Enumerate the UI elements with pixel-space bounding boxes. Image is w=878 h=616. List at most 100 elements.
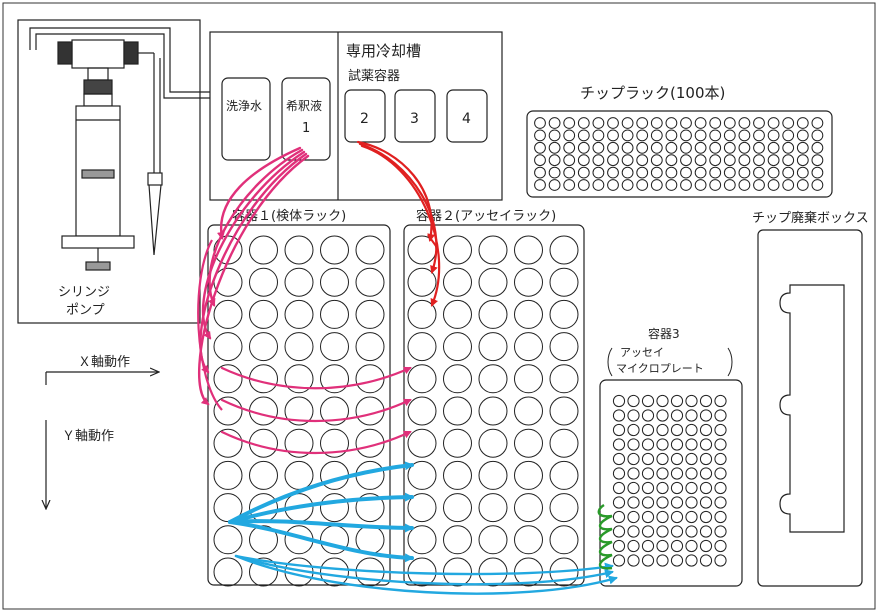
reagent-container-3 [394,89,436,143]
plate-well [641,481,655,495]
plate-well [656,394,669,408]
tip-rack-hole [694,166,707,179]
tip-rack-hole [796,166,809,179]
rack-well [478,267,508,297]
rack-well [514,396,543,426]
wash-water-label: 洗浄水 [226,99,262,113]
transfer-arrow [360,144,441,307]
tip-rack-hole [694,117,707,129]
plate-well [670,525,684,538]
cooling-tank [209,31,503,201]
rack-well [249,235,278,265]
tip-rack-hole [592,154,605,167]
rack-well [514,493,543,523]
plate-well [670,452,684,466]
rack-well [249,525,278,555]
plate-well [627,423,640,437]
rack-well [443,557,472,587]
plate-well [670,467,684,480]
plate-well [656,438,669,451]
plate-well [670,438,684,451]
plate-well [685,539,698,553]
transfer-arrow [201,150,306,340]
tip-rack-hole [621,154,634,167]
plate-well [699,481,713,495]
tip-rack-hole [563,129,576,142]
plate-well [641,409,655,422]
rack-well [249,396,278,426]
rack-well [443,525,472,555]
tip-rack-hole [621,141,634,154]
plate-well [699,467,713,480]
wash-water-container [221,77,271,161]
tip-rack-hole [665,154,678,167]
rack-well [355,299,385,329]
rack-well [478,460,508,490]
syringe-pump-box [17,19,201,324]
rack-well [355,267,385,297]
rack-well [407,525,437,555]
plate-well [612,525,626,538]
plate-well [627,394,640,408]
tip-rack-hole [782,179,795,191]
tip-rack-hole [782,166,795,179]
plate-well [641,394,655,408]
plate-well [699,554,713,567]
rack-well [320,267,349,297]
tip-rack-hole [796,179,809,191]
tip-rack-hole [607,179,619,191]
tip-rack-hole [753,166,765,179]
rack-well [284,332,314,362]
tip-rack-hole [767,166,780,179]
tip-rack-hole [811,166,824,179]
rack-well [249,299,278,329]
y-axis-label: Ｙ軸動作 [62,429,114,444]
tip-rack-hole [753,117,765,129]
rack-well [478,493,508,523]
tip-rack-hole [738,166,751,179]
rack-well [478,364,508,394]
tip-rack-hole [548,154,561,167]
rack-well [320,493,349,523]
tip-rack-hole [592,117,605,129]
tip-rack-hole [753,141,765,154]
tip-rack-hole [738,117,751,129]
tip-rack-hole [636,154,649,167]
plate-well [670,510,684,524]
tip-rack-hole [738,141,751,154]
plate-well [714,554,727,567]
rack-well [284,299,314,329]
plate-well [714,525,727,538]
tip-rack-hole [782,141,795,154]
tip-rack-hole [577,117,590,129]
rack-well [320,396,349,426]
reagent-number-3: 3 [410,111,419,127]
plate-well [612,438,626,451]
rack-well [284,460,314,490]
container2-wells [407,235,579,587]
tip-rack-hole [782,129,795,142]
tip-rack-hole [534,179,546,191]
rack-well [514,525,543,555]
tip-rack-label: チップラック(100本) [580,84,725,102]
rack-well [549,267,579,297]
tip-rack-hole [548,117,561,129]
plate-well [627,496,640,509]
tip-rack-hole [709,166,722,179]
container3-left-paren [607,347,613,377]
plate-well [699,394,713,408]
tip-rack-hole [811,154,824,167]
rack-well [407,364,437,394]
rack-well [284,267,314,297]
rack-well [407,493,437,523]
tip-rack-hole [738,154,751,167]
rack-well [320,364,349,394]
plate-well [714,539,727,553]
transfer-arrow [197,239,223,411]
tip-rack-hole [680,117,692,129]
rack-well [249,332,278,362]
tip-rack-hole [767,141,780,154]
tip-rack-hole [563,179,576,191]
